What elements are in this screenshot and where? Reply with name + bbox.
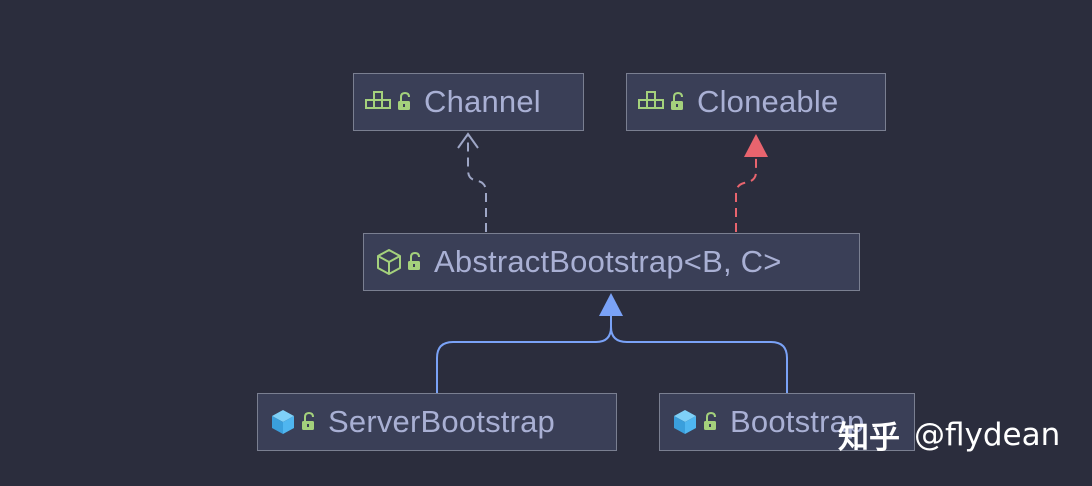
class-icon — [268, 407, 298, 437]
edge-implements-arrowhead — [744, 134, 768, 157]
node-abstract-bootstrap[interactable]: AbstractBootstrap<B, C> — [363, 233, 860, 291]
node-label: Channel — [424, 84, 541, 119]
lock-open-icon — [667, 87, 689, 117]
watermark-author: @flydean — [914, 416, 1061, 453]
node-label: ServerBootstrap — [328, 404, 555, 439]
interface-icon — [637, 87, 667, 117]
lock-open-icon — [298, 407, 320, 437]
node-label: Bootstrap — [730, 404, 865, 439]
node-cloneable[interactable]: Cloneable — [626, 73, 886, 131]
edge-extends-arrowhead — [599, 293, 623, 316]
watermark-site: 知乎 — [838, 420, 900, 456]
lock-open-icon — [394, 87, 416, 117]
interface-icon — [364, 87, 394, 117]
node-channel[interactable]: Channel — [353, 73, 584, 131]
class-icon — [670, 407, 700, 437]
watermark: 知乎 @flydean — [838, 412, 1060, 457]
lock-open-icon — [404, 247, 426, 277]
edge-extends-serverbootstrap — [436, 315, 612, 393]
edge-dependency-arrowhead — [457, 132, 479, 149]
edge-extends-bootstrap — [610, 315, 788, 393]
node-bootstrap[interactable]: Bootstrap — [659, 393, 915, 451]
node-server-bootstrap[interactable]: ServerBootstrap — [257, 393, 617, 451]
edge-implements-cloneable — [735, 156, 757, 232]
node-label: Cloneable — [697, 84, 839, 119]
lock-open-icon — [700, 407, 722, 437]
abstract-class-icon — [374, 247, 404, 277]
edge-dependency-channel — [467, 136, 487, 232]
node-label: AbstractBootstrap<B, C> — [434, 244, 782, 279]
